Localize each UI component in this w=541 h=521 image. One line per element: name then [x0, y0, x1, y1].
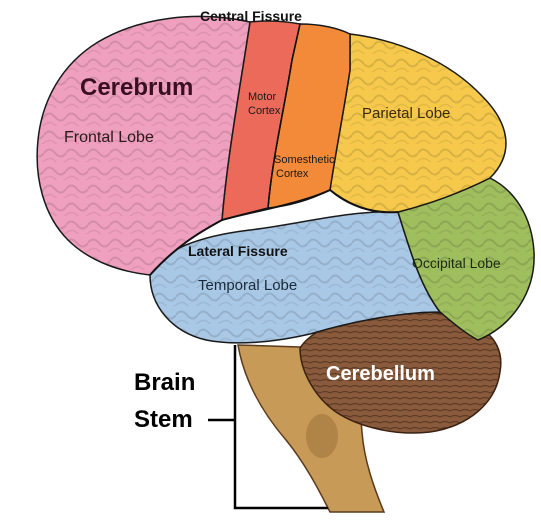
- cerebrum-label: Cerebrum: [80, 74, 193, 101]
- somesthetic-cortex-label-line1: Somesthetic: [274, 154, 335, 166]
- somesthetic-cortex-label-line2: Cortex: [276, 168, 309, 180]
- occipital-lobe-label: Occipital Lobe: [412, 255, 501, 271]
- parietal-lobe-label: Parietal Lobe: [362, 105, 450, 122]
- temporal-lobe-label: Temporal Lobe: [198, 277, 297, 294]
- lateral-fissure-label: Lateral Fissure: [188, 243, 288, 259]
- cerebellum-label: Cerebellum: [326, 363, 435, 385]
- frontal-lobe-label: Frontal Lobe: [64, 129, 154, 146]
- motor-cortex-label-line1: Motor: [248, 91, 276, 103]
- pons-bulge: [306, 414, 338, 458]
- brain-stem-label-line2: Stem: [134, 406, 193, 433]
- central-fissure-label: Central Fissure: [200, 8, 302, 24]
- motor-cortex-label-line2: Cortex: [248, 105, 281, 117]
- brain-stem-label-line1: Brain: [134, 369, 195, 396]
